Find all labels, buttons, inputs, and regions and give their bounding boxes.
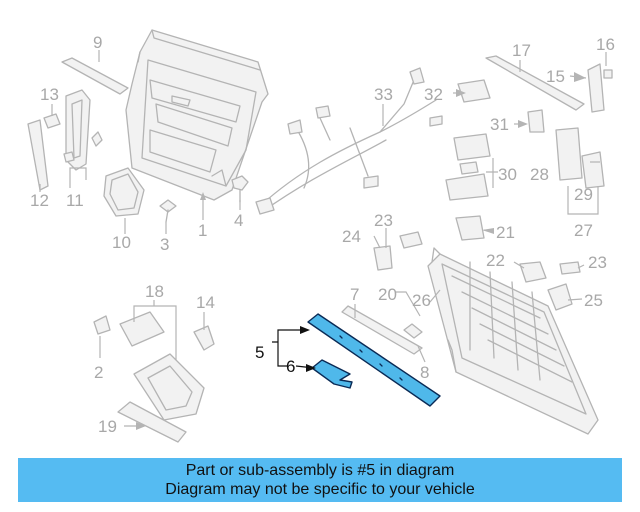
callout-14: 14	[196, 293, 215, 312]
callout-22: 22	[486, 251, 505, 270]
inner-handle-assembly	[93, 311, 215, 443]
callout-13: 13	[40, 85, 59, 104]
callout-2: 2	[94, 363, 103, 382]
callout-30: 30	[498, 165, 517, 184]
callout-numbers: 1 2 3 4 5 6 7 8 9 10 11 12 13 14 15 16 1…	[30, 33, 615, 436]
speaker-grille	[103, 167, 145, 217]
callout-25: 25	[584, 291, 603, 310]
highlight-leader-lines	[272, 326, 316, 372]
callout-4: 4	[234, 211, 243, 230]
lock-and-handle-parts	[373, 55, 613, 311]
callout-28: 28	[530, 165, 549, 184]
info-banner: Part or sub-assembly is #5 in diagram Di…	[18, 458, 622, 502]
banner-line-part-number: Part or sub-assembly is #5 in diagram	[185, 462, 455, 479]
callout-33: 33	[374, 85, 393, 104]
callout-26: 26	[412, 291, 431, 310]
sunshade-assembly	[427, 247, 599, 435]
callout-21: 21	[496, 223, 515, 242]
callout-1: 1	[198, 221, 207, 240]
callout-27: 27	[574, 221, 593, 240]
callout-11: 11	[66, 191, 84, 210]
part-6-highlighted-bracket	[311, 359, 353, 389]
callout-16: 16	[596, 35, 615, 54]
parts-diagram: 1 2 3 4 5 6 7 8 9 10 11 12 13 14 15 16 1…	[27, 29, 615, 443]
part-5-highlighted-strip	[307, 313, 441, 407]
callout-9: 9	[93, 33, 102, 52]
callout-3: 3	[160, 235, 169, 254]
weatherstrip-and-clip	[341, 305, 423, 355]
callout-18: 18	[145, 282, 164, 301]
callout-6: 6	[286, 357, 295, 376]
side-trim-parts	[27, 89, 103, 191]
callout-23-lower: 23	[588, 253, 607, 272]
callout-20: 20	[378, 285, 397, 304]
callout-29: 29	[574, 185, 593, 204]
fasteners	[159, 175, 249, 223]
callout-12: 12	[30, 191, 49, 210]
callout-31: 31	[490, 115, 509, 134]
callout-7: 7	[350, 285, 359, 304]
callout-10: 10	[112, 233, 131, 252]
callout-15: 15	[546, 67, 565, 86]
callout-19: 19	[98, 417, 117, 436]
callout-32: 32	[424, 85, 443, 104]
wiring-harness	[255, 67, 443, 215]
trim-strip	[61, 57, 129, 95]
banner-line-disclaimer: Diagram may not be specific to your vehi…	[165, 481, 475, 498]
callout-5: 5	[255, 343, 264, 362]
callout-23-upper: 23	[374, 211, 393, 230]
leader-arrowheads	[136, 72, 586, 430]
callout-24: 24	[342, 227, 361, 246]
door-trim-panel	[125, 29, 269, 201]
callout-8: 8	[420, 363, 429, 382]
callout-17: 17	[512, 41, 531, 60]
